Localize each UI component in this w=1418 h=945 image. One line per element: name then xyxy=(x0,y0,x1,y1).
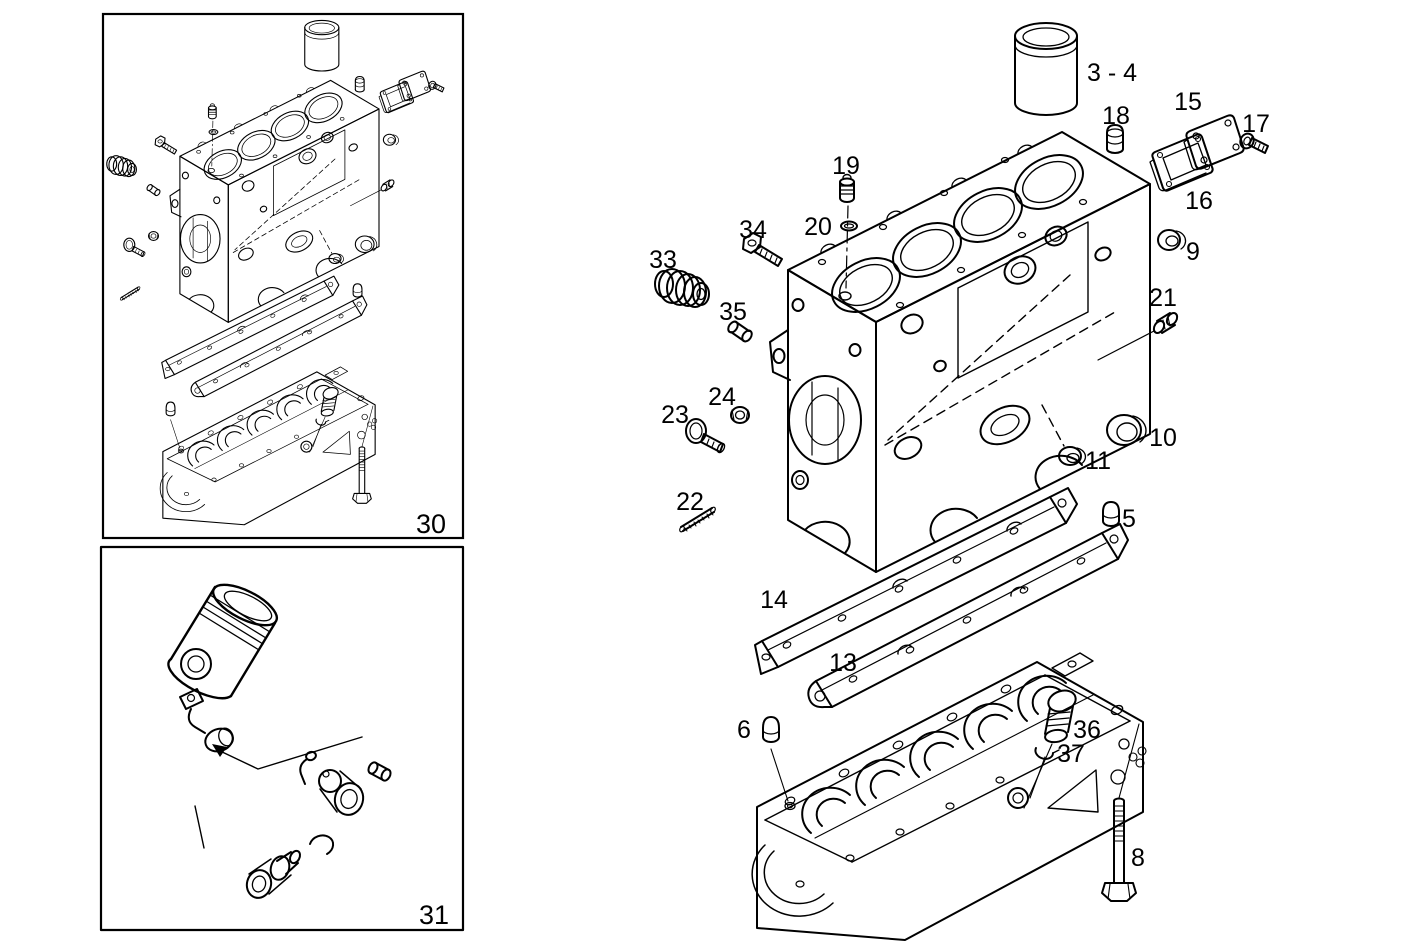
callout-15[interactable]: 15 xyxy=(1174,88,1202,116)
callout-24[interactable]: 24 xyxy=(708,383,736,411)
oil-jet-2 xyxy=(299,750,365,816)
piston xyxy=(167,583,279,700)
callout-19[interactable]: 19 xyxy=(832,152,860,180)
leader-line-jet3 xyxy=(194,805,205,849)
callout-18[interactable]: 18 xyxy=(1102,102,1130,130)
callout-16[interactable]: 16 xyxy=(1185,187,1213,215)
leader-line-jet1 xyxy=(217,736,363,770)
callout-10[interactable]: 10 xyxy=(1149,424,1177,452)
oil-jet-1 xyxy=(179,688,234,753)
callout-21[interactable]: 21 xyxy=(1149,284,1177,312)
cap-pin xyxy=(367,761,392,782)
callout-13[interactable]: 13 xyxy=(829,649,857,677)
callout-22[interactable]: 22 xyxy=(676,488,704,516)
panel-30-frame xyxy=(101,12,465,540)
callout-6[interactable]: 6 xyxy=(737,716,751,744)
spray-nozzle xyxy=(245,849,302,899)
panel-31-label[interactable]: 31 xyxy=(419,900,449,930)
callout-14[interactable]: 14 xyxy=(760,586,788,614)
callout-17[interactable]: 17 xyxy=(1242,110,1270,138)
callout-3-4[interactable]: 3 - 4 xyxy=(1087,59,1137,87)
callout-37[interactable]: 37 xyxy=(1057,740,1085,768)
callout-20[interactable]: 20 xyxy=(804,213,832,241)
callout-36[interactable]: 36 xyxy=(1073,716,1101,744)
callout-8[interactable]: 8 xyxy=(1131,844,1145,872)
snap-ring xyxy=(309,834,335,855)
callout-35[interactable]: 35 xyxy=(719,298,747,326)
callout-9[interactable]: 9 xyxy=(1186,238,1200,266)
callout-11[interactable]: 11 xyxy=(1085,447,1111,475)
panel-30: 30 xyxy=(101,12,465,540)
main-assembly-art xyxy=(654,22,1269,941)
callout-5[interactable]: 5 xyxy=(1122,505,1136,533)
callout-33[interactable]: 33 xyxy=(649,246,677,274)
panel-30-label[interactable]: 30 xyxy=(416,509,446,539)
callout-23[interactable]: 23 xyxy=(661,401,689,429)
panel-31: 31 xyxy=(99,545,465,932)
callout-34[interactable]: 34 xyxy=(739,216,767,244)
panel-31-frame xyxy=(99,545,465,932)
